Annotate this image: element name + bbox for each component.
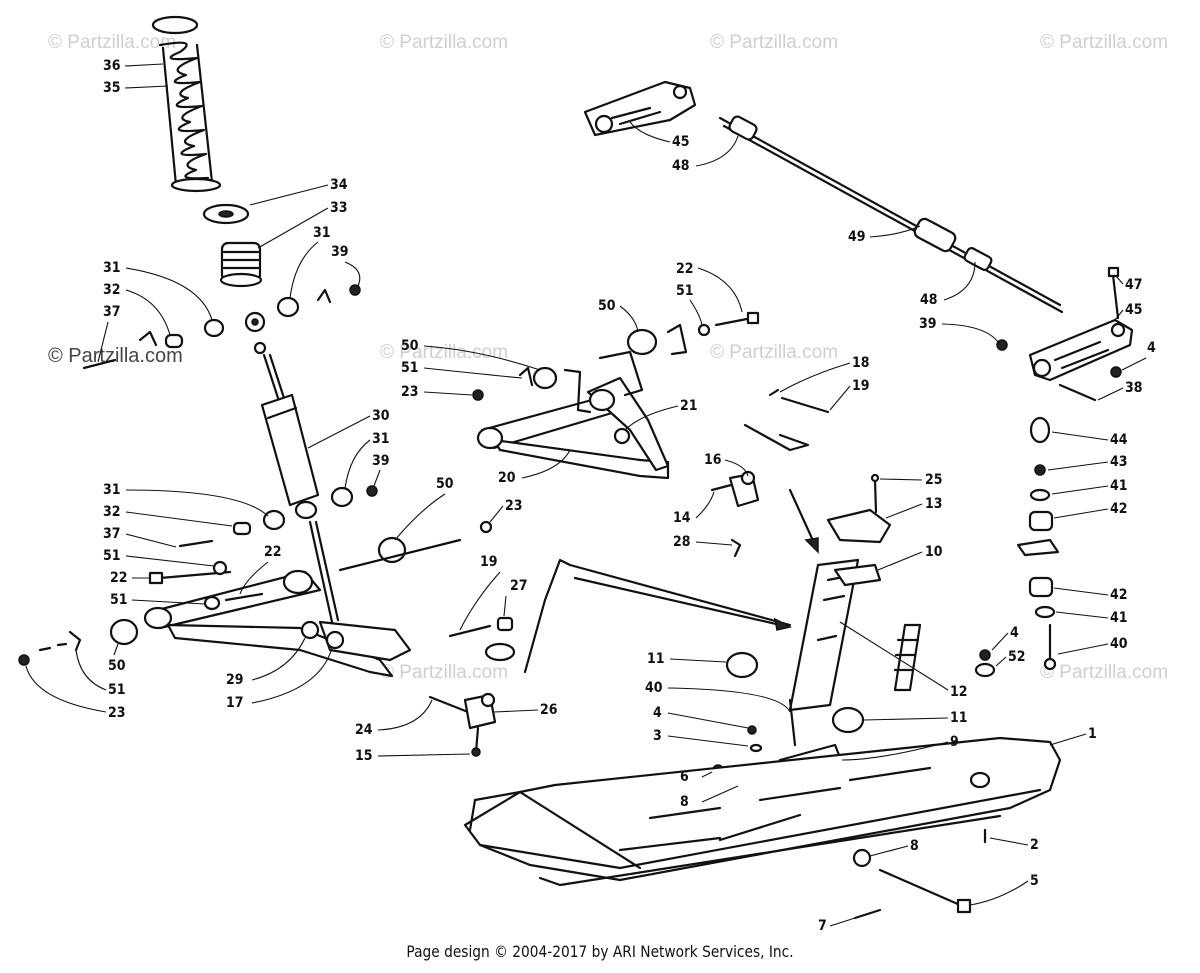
callout-label: 22 xyxy=(676,261,694,277)
ski-spindle xyxy=(743,388,892,712)
callout-label: 51 xyxy=(110,592,128,608)
callout-label: 20 xyxy=(498,470,516,486)
callout-label: 36 xyxy=(103,58,121,74)
callout-label: 8 xyxy=(910,838,919,854)
callout-label: 48 xyxy=(672,158,690,174)
callout-label: 19 xyxy=(852,378,870,394)
callout-label: 51 xyxy=(108,682,126,698)
callout-label: 43 xyxy=(1110,454,1128,470)
callout-label: 29 xyxy=(226,672,244,688)
callout-label: 51 xyxy=(103,548,121,564)
watermark: © Partzilla.com xyxy=(1040,32,1168,53)
watermark: © Partzilla.com xyxy=(48,32,176,53)
watermark: © Partzilla.com xyxy=(710,342,838,363)
callout-label: 19 xyxy=(480,554,498,570)
callout-label: 23 xyxy=(108,705,126,721)
callout-label: 25 xyxy=(925,472,943,488)
callout-label: 23 xyxy=(505,498,523,514)
watermark: © Partzilla.com xyxy=(380,32,508,53)
watermark-main: © Partzilla.com xyxy=(48,345,183,367)
upper-a-arm xyxy=(476,376,670,480)
callout-label: 27 xyxy=(510,578,528,594)
callout-label: 37 xyxy=(103,526,121,542)
callout-label: 31 xyxy=(313,225,331,241)
callout-label: 50 xyxy=(436,476,454,492)
ski xyxy=(463,736,1062,887)
callout-label: 11 xyxy=(647,651,665,667)
callout-label: 21 xyxy=(680,398,698,414)
callout-label: 15 xyxy=(355,748,373,764)
callout-label: 11 xyxy=(950,710,968,726)
callouts: 36 35 34 33 31 39 31 32 37 30 31 39 31 3… xyxy=(25,58,1156,934)
callout-label: 32 xyxy=(103,282,121,298)
callout-label: 51 xyxy=(401,360,419,376)
callout-label: 41 xyxy=(1110,478,1128,494)
watermark: © Partzilla.com xyxy=(1040,662,1168,683)
callout-label: 38 xyxy=(1125,380,1143,396)
callout-label: 51 xyxy=(676,283,694,299)
callout-label: 1 xyxy=(1088,726,1097,742)
callout-label: 33 xyxy=(330,200,348,216)
callout-label: 40 xyxy=(1110,636,1128,652)
watermark: © Partzilla.com xyxy=(380,662,508,683)
callout-label: 14 xyxy=(673,510,691,526)
callout-label: 2 xyxy=(1030,837,1039,853)
callout-label: 5 xyxy=(1030,873,1039,889)
callout-label: 49 xyxy=(848,229,866,245)
footer-copyright: Page design © 2004-2017 by ARI Network S… xyxy=(406,942,794,961)
callout-label: 52 xyxy=(1008,649,1026,665)
callout-label: 32 xyxy=(103,504,121,520)
callout-label: 35 xyxy=(103,80,121,96)
callout-label: 26 xyxy=(540,702,558,718)
callout-label: 13 xyxy=(925,496,943,512)
callout-label: 22 xyxy=(264,544,282,560)
callout-label: 22 xyxy=(110,570,128,586)
watermark: © Partzilla.com xyxy=(710,32,838,53)
callout-label: 9 xyxy=(950,734,959,750)
callout-label: 50 xyxy=(108,658,126,674)
watermark-layer: © Partzilla.com © Partzilla.com © Partzi… xyxy=(48,32,1168,683)
callout-label: 39 xyxy=(372,453,390,469)
lower-a-arm xyxy=(143,520,412,678)
callout-label: 8 xyxy=(680,794,689,810)
callout-label: 39 xyxy=(331,244,349,260)
callout-label: 45 xyxy=(1125,302,1143,318)
callout-label: 24 xyxy=(355,722,373,738)
callout-label: 45 xyxy=(672,134,690,150)
callout-label: 17 xyxy=(226,695,244,711)
callout-label: 47 xyxy=(1125,277,1143,293)
callout-label: 34 xyxy=(330,177,348,193)
callout-label: 42 xyxy=(1110,587,1128,603)
callout-label: 50 xyxy=(598,298,616,314)
callout-label: 6 xyxy=(680,769,689,785)
callout-label: 44 xyxy=(1110,432,1128,448)
callout-label: 31 xyxy=(103,260,121,276)
coil-spring xyxy=(158,41,222,193)
callout-label: 37 xyxy=(103,304,121,320)
callout-label: 31 xyxy=(372,431,390,447)
callout-label: 40 xyxy=(645,680,663,696)
callout-label: 42 xyxy=(1110,501,1128,517)
callout-label: 23 xyxy=(401,384,419,400)
callout-label: 7 xyxy=(818,918,827,934)
callout-label: 30 xyxy=(372,408,390,424)
callout-label: 31 xyxy=(103,482,121,498)
callout-label: 16 xyxy=(704,452,722,468)
callout-label: 4 xyxy=(1010,625,1019,641)
callout-label: 48 xyxy=(920,292,938,308)
callout-label: 41 xyxy=(1110,610,1128,626)
callout-label: 4 xyxy=(653,705,662,721)
callout-label: 4 xyxy=(1147,340,1156,356)
callout-label: 18 xyxy=(852,355,870,371)
callout-label: 3 xyxy=(653,728,662,744)
callout-label: 50 xyxy=(401,338,419,354)
parts-drawing xyxy=(18,15,1134,920)
callout-label: 10 xyxy=(925,544,943,560)
callout-label: 39 xyxy=(919,316,937,332)
callout-label: 12 xyxy=(950,684,968,700)
watermark: © Partzilla.com xyxy=(380,342,508,363)
callout-label: 28 xyxy=(673,534,691,550)
